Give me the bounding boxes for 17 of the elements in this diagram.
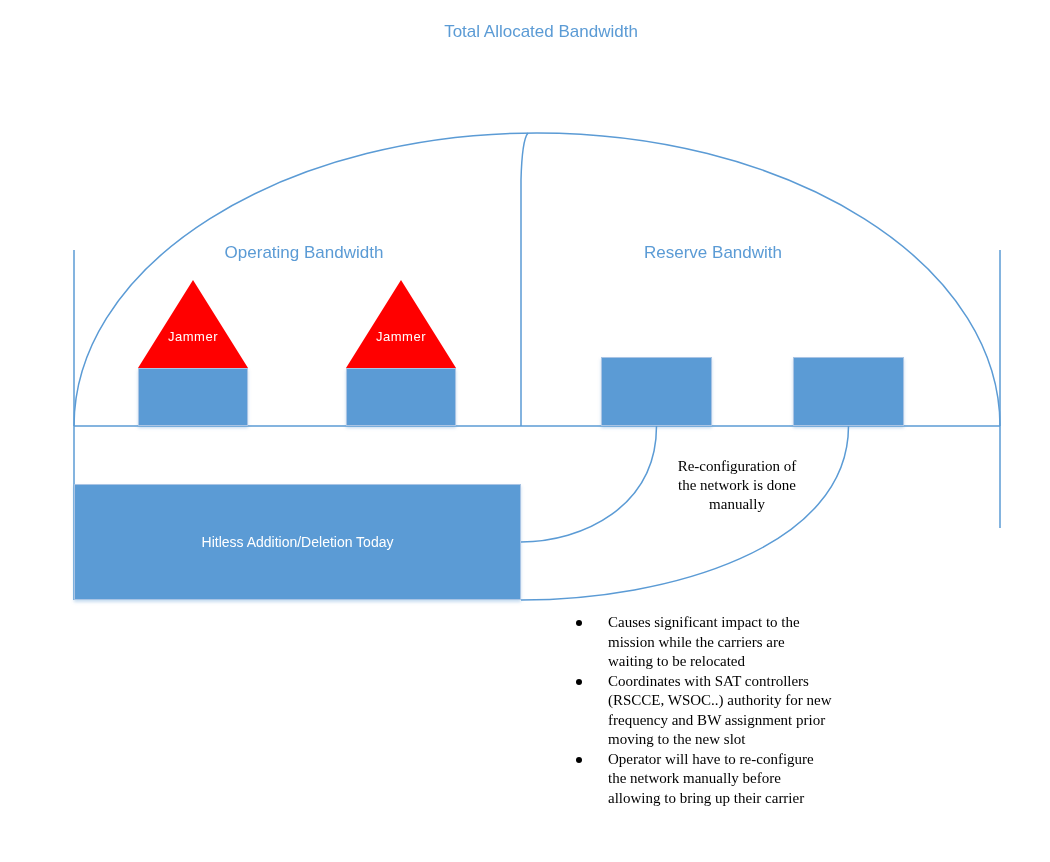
carrier-box xyxy=(793,357,904,426)
process-box xyxy=(74,484,521,600)
section-label: Reserve Bandwith xyxy=(643,242,783,264)
box-label: Hitless Addition/Deletion Today xyxy=(201,532,394,552)
connector-curve xyxy=(520,425,850,601)
bullet-text: Operator will have to re-configure the network manually before allowing to bring up their carrier xyxy=(608,749,815,808)
bullet-text: Coordinates with SAT controllers (RSCCE, WSOC..) authority for new frequency and BW assignment prior moving to the new slot xyxy=(608,671,832,749)
diagram-title: Total Allocated Bandwidth xyxy=(443,21,639,43)
section-label: Operating Bandwidth xyxy=(223,242,385,264)
bullet-text: Causes significant impact to the mission while the carriers are waiting to be relocated xyxy=(608,613,801,671)
carrier-box xyxy=(346,368,456,426)
note-text: Re-configuration of the network is done manually xyxy=(676,457,798,514)
carrier-box xyxy=(138,368,248,426)
jammer-label: Jammer xyxy=(167,329,219,345)
jammer-label: Jammer xyxy=(375,329,427,345)
carrier-box xyxy=(601,357,712,426)
connector-curve xyxy=(520,425,658,543)
